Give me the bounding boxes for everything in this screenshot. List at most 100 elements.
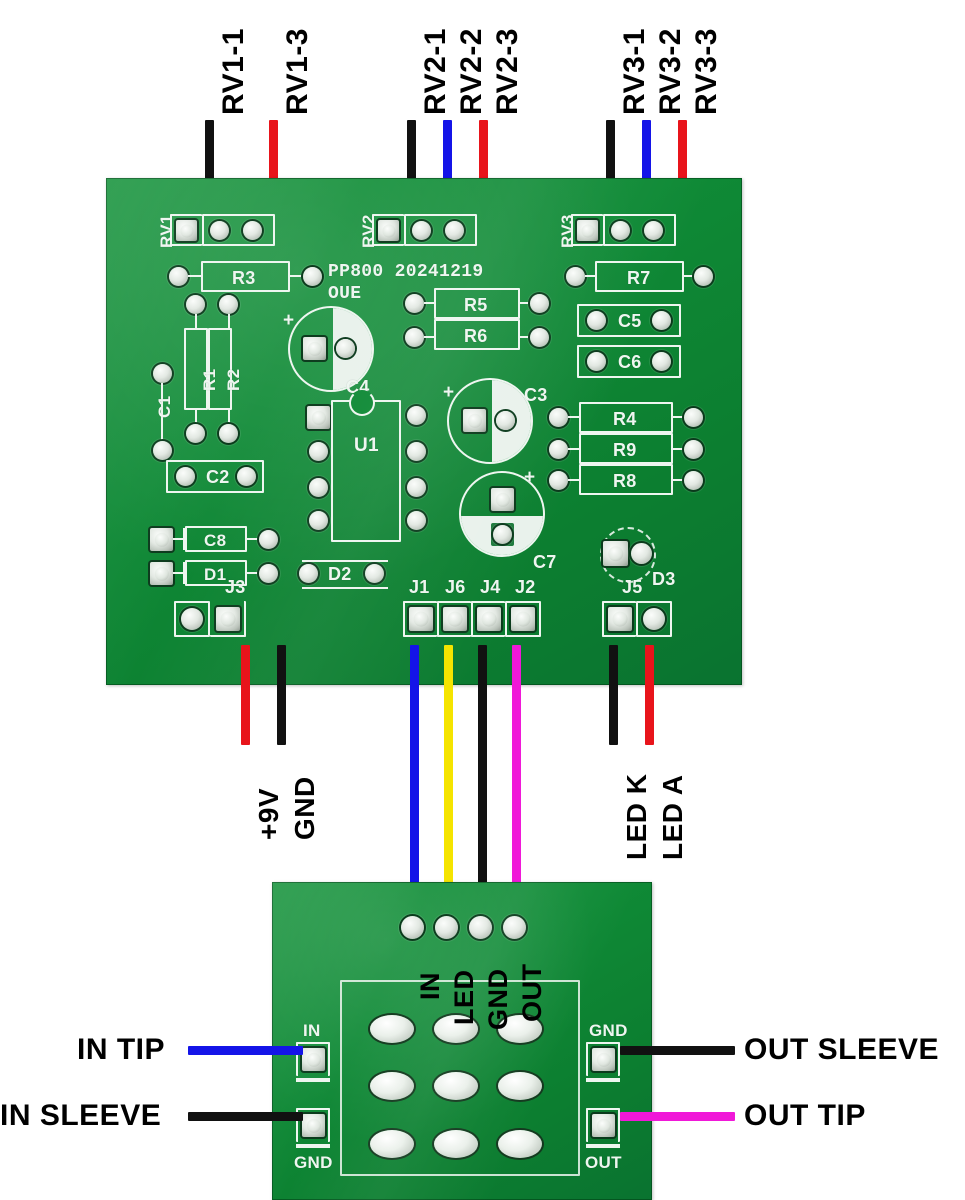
silk-u1: U1 [354,435,379,456]
c6-pad-left [587,352,606,371]
wire-label-led-a: LED A [657,774,688,860]
r4-pad-left [549,408,568,427]
footswitch-body-outline [340,980,580,1176]
wire-in-signal [410,645,419,920]
fs-in-pad-outline [296,1042,330,1076]
d2-outline [185,560,247,586]
wire-label-rv3-1: RV3-1 [618,28,651,115]
u1-notch-marker [349,390,375,416]
wire-led-a [645,645,654,745]
rv3-pad-2 [611,221,630,240]
d3-pad-k-ring [603,541,628,566]
r8-outline [579,464,673,495]
fs-pad-out [503,916,526,939]
silk-c2: C2 [206,467,230,487]
wire-in-tip [188,1046,303,1055]
j3-pad2-outline [210,601,246,637]
wire-label-rv3-2: RV3-2 [654,28,687,115]
rv1-pad-1-ring [176,220,197,241]
d2-pad-a-ring [150,562,173,585]
j5-pad-2 [643,608,665,630]
fs-switch-pad-4 [370,1072,414,1100]
silk-d1: C8 [204,531,227,550]
r4-pad-right [684,408,703,427]
silk-c5: C5 [618,311,642,331]
silk-fs-gnd-left: GND [294,1153,333,1172]
silk-d2: D1 [204,565,227,584]
wire-label-plus9v: +9V [253,787,284,840]
silk-j1: J1 [409,577,430,597]
fs-label-led: LED [449,969,479,1026]
c2-pad-right [237,467,256,486]
r7-pad-right [694,267,713,286]
silk-c1: C1 [155,395,174,418]
wire-rv1-3 [269,120,278,230]
fs-out-pad-outline [586,1108,620,1142]
r8-pad-left [549,471,568,490]
r1-outline [184,328,208,410]
d2-pad-k [259,564,278,583]
jack-label-in-tip: IN TIP [77,1033,166,1066]
r7-outline [595,261,684,292]
silk-c6: C6 [618,352,642,372]
rv2-pad-2 [412,221,431,240]
j1-outline [403,601,437,637]
rv3-pad-3 [644,221,663,240]
wire-plus9v [241,645,250,745]
silk-fs-out: OUT [585,1153,622,1172]
c7-pad-pos-ring [491,488,514,511]
j4-outline [471,601,505,637]
wire-label-rv2-3: RV2-3 [491,28,524,115]
u1-pad-2 [309,442,328,461]
rv1-pad-2 [210,221,229,240]
fs-label-gnd: GND [483,968,513,1031]
c5-outline [577,304,681,337]
fs-pad-jack-out-sleeve-ring [592,1048,615,1071]
j3-pad-1 [181,608,203,630]
rv3-pin1-outline [571,214,603,246]
d3-pad-a [631,543,652,564]
u1-outline [331,400,401,542]
r3-pad-right [303,267,322,286]
silk-r6: R6 [464,326,488,346]
r9-outline [579,433,673,464]
wire-rv3-3 [678,120,687,230]
r9-pad-left [549,440,568,459]
c5-pad-left [587,311,606,330]
r5-pad-right [530,294,549,313]
wire-in-sleeve [188,1112,303,1121]
j3-pad1-outline [174,601,210,637]
c1-pad-top [153,364,172,383]
wire-label-rv2-2: RV2-2 [455,28,488,115]
fs-pad-jack-in-sleeve-ring [302,1114,325,1137]
rv2-outline [404,214,477,246]
r3-pad-left [169,267,188,286]
c5-pad-right [652,311,671,330]
d1-pad-k [259,530,278,549]
fs-label-out: OUT [517,963,547,1023]
wire-label-led-k: LED K [621,773,652,861]
silk-c8: D2 [328,564,352,584]
r6-pad-left [405,328,424,347]
silk-r1: R1 [200,368,219,391]
rv2-pad-1-ring [378,220,399,241]
u1-pad-4 [309,511,328,530]
silk-d3: D3 [652,569,676,589]
r3-outline [201,261,290,292]
silk-j2: J2 [515,577,536,597]
j2-pad-ring [511,607,535,631]
wire-rv2-2 [443,120,452,230]
fs-switch-pad-1 [370,1015,414,1043]
fs-pad-gnd [469,916,492,939]
fs-pad-led [435,916,458,939]
wire-label-rv1-1: RV1-1 [217,28,250,115]
u1-pad-5 [407,511,426,530]
wire-label-rv3-3: RV3-3 [690,28,723,115]
rv2-pin1-outline [372,214,404,246]
c7-plus-marker: + [524,467,536,488]
wire-rv2-3 [479,120,488,230]
fs-gnd-left-pad-outline [296,1108,330,1142]
silk-fs-gnd-right: GND [589,1021,628,1040]
c3-pad-pos [496,411,515,430]
fs-switch-pad-8 [434,1130,478,1158]
